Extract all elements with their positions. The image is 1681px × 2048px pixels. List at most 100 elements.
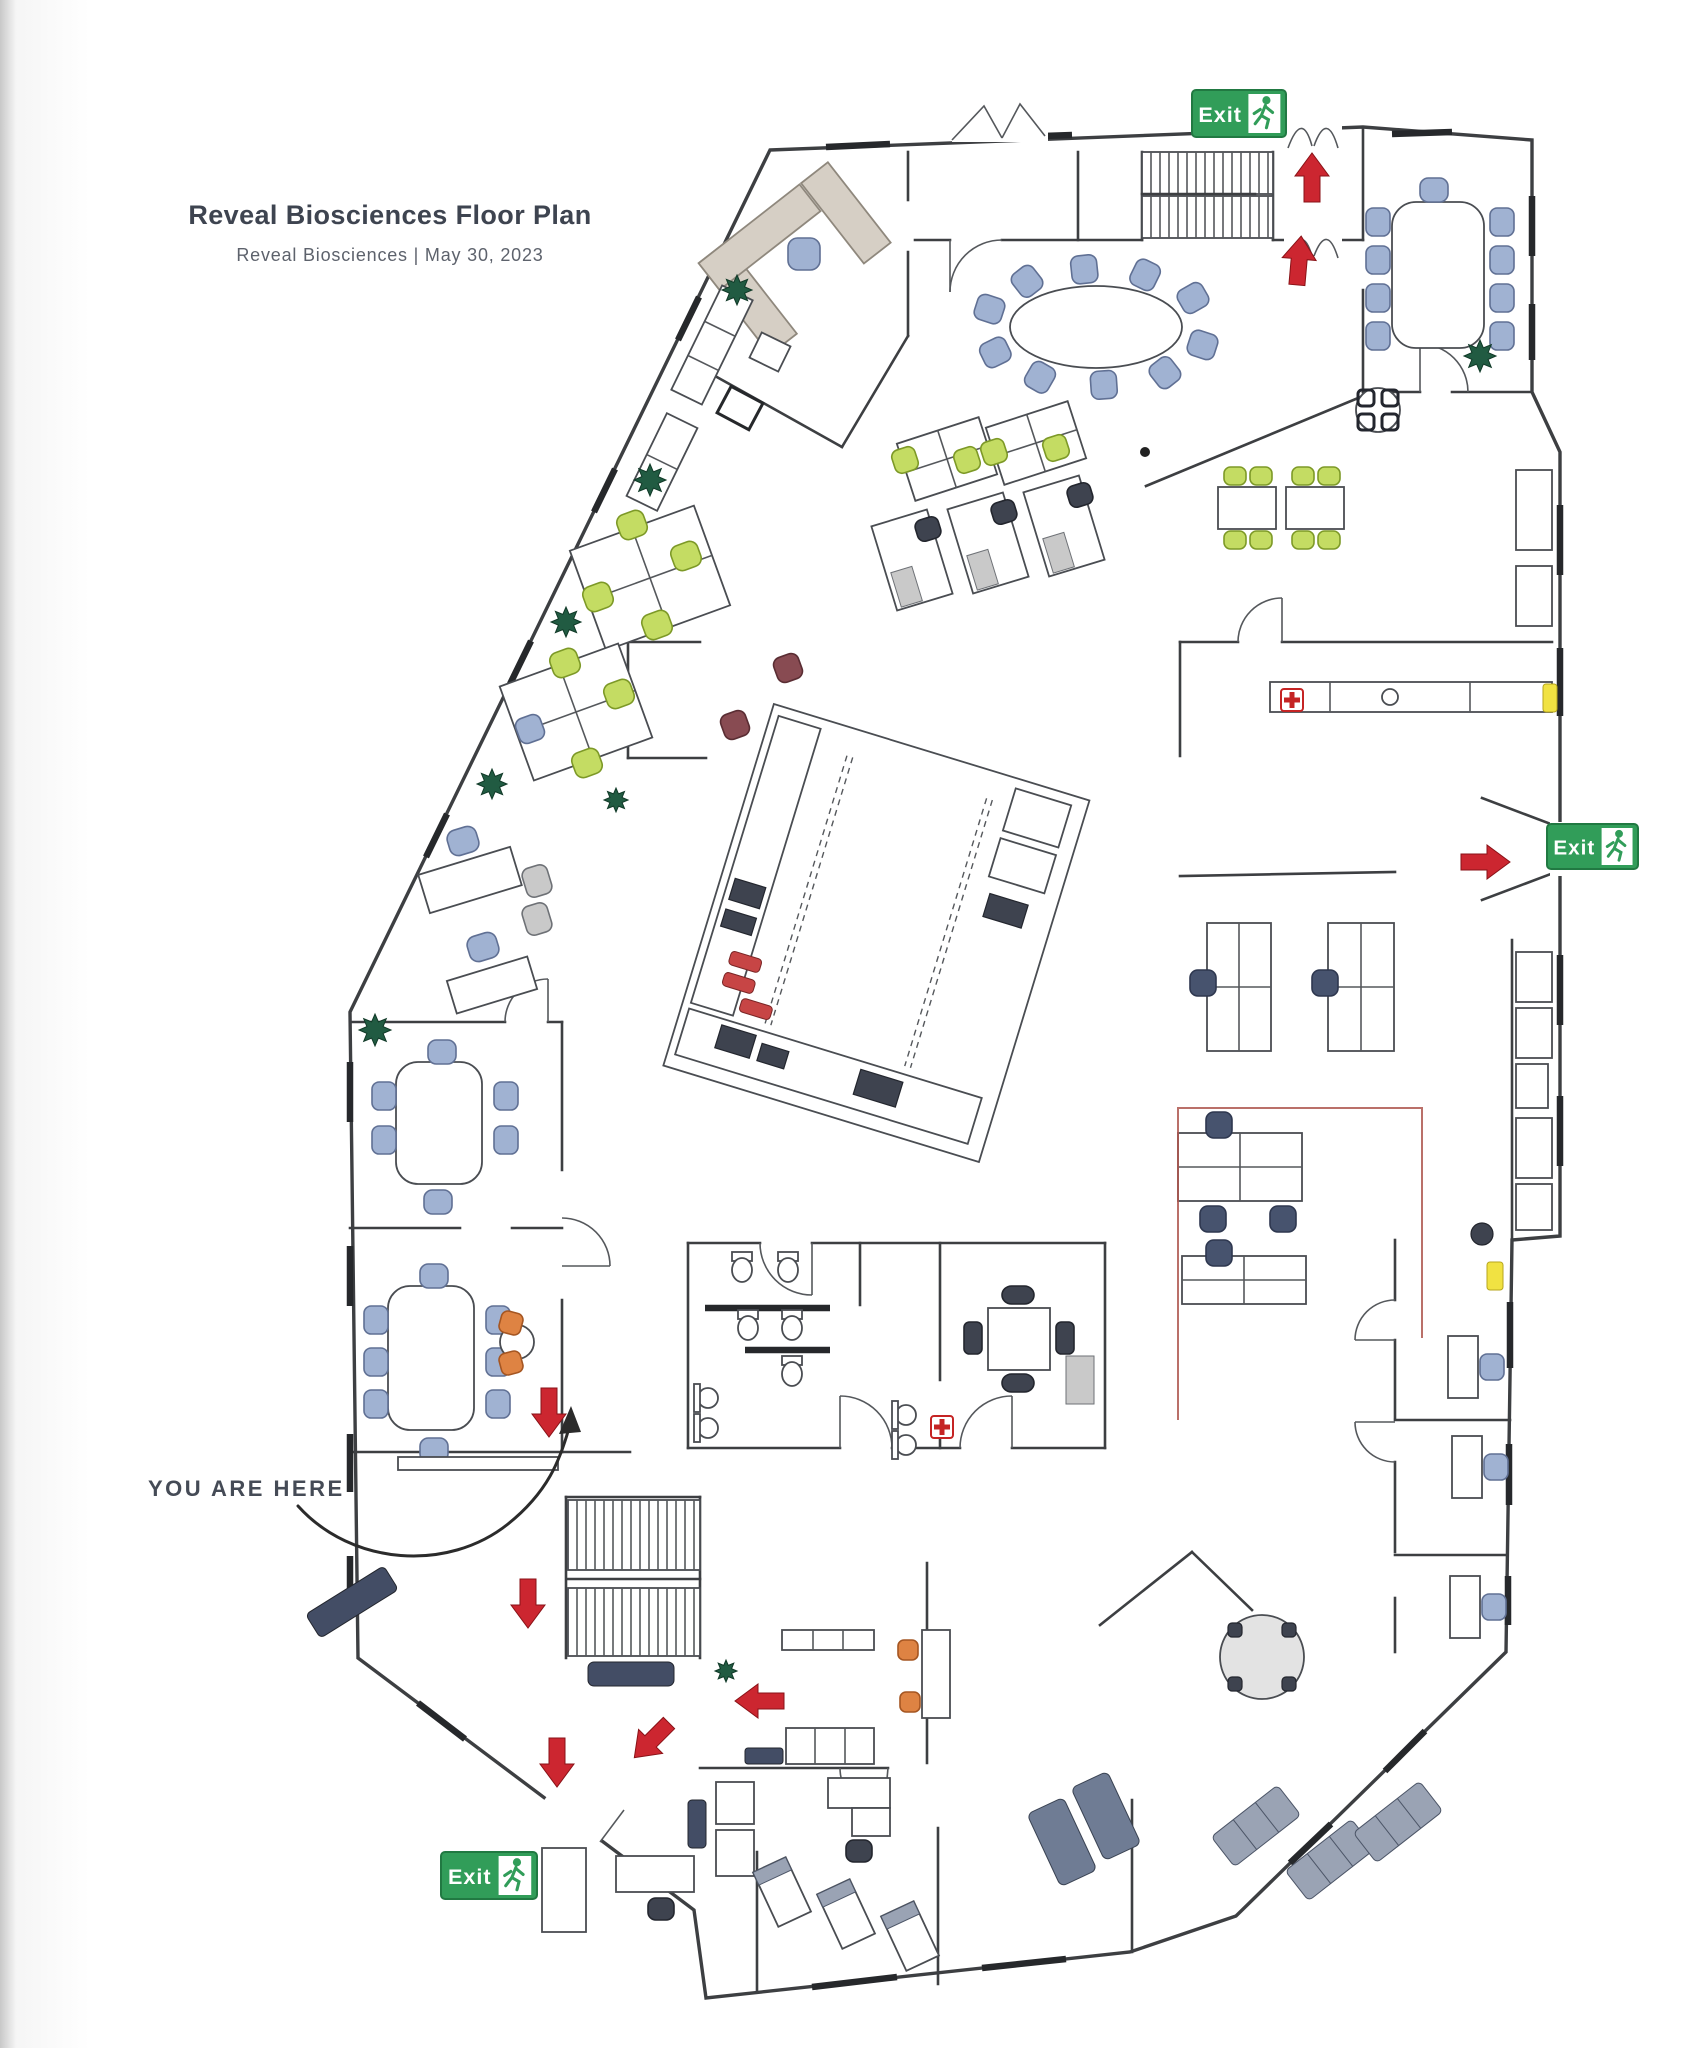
chair (1419, 177, 1449, 203)
chair (1489, 245, 1515, 275)
chair (669, 540, 703, 572)
doors (504, 102, 1587, 1853)
conference-table-topright (1391, 201, 1485, 349)
staircase-top (1140, 151, 1274, 239)
evacuation-arrow-icon (539, 1737, 575, 1788)
chair (1069, 254, 1099, 285)
chair (1129, 258, 1162, 292)
chair (952, 445, 982, 475)
chair (548, 647, 582, 679)
lobby-table (748, 331, 792, 373)
exit-sign-label: Exit (1198, 102, 1242, 127)
chair (371, 1125, 397, 1155)
exit-sign-right: Exit (1546, 823, 1639, 870)
first-aid-icon (930, 1415, 954, 1439)
chair (371, 1081, 397, 1111)
highlight-mark (1486, 1261, 1504, 1291)
chair (1269, 1205, 1297, 1233)
chair (423, 1189, 453, 1215)
page-title: Reveal Biosciences Floor Plan (188, 200, 592, 230)
chair (787, 237, 821, 271)
chair (1223, 466, 1247, 486)
chair (897, 1639, 919, 1661)
chair (1483, 1453, 1509, 1481)
chair (1249, 530, 1273, 550)
chair (1291, 466, 1315, 486)
lounger (751, 1856, 813, 1928)
chair (1186, 329, 1219, 361)
chair (1001, 1373, 1035, 1393)
exit-sign-label: Exit (448, 1864, 492, 1889)
chair (514, 713, 546, 745)
couch (1354, 1782, 1442, 1862)
lounger (879, 1900, 941, 1972)
chair (1365, 283, 1391, 313)
chair (485, 1389, 511, 1419)
you-are-here: YOU ARE HERE (148, 1406, 581, 1558)
chair (1189, 969, 1217, 997)
chair (1010, 264, 1044, 298)
chair (1317, 530, 1341, 550)
chair (498, 1350, 524, 1376)
couch (1212, 1786, 1300, 1866)
page-subtitle: Reveal Biosciences | May 30, 2023 (236, 245, 544, 265)
plant-icon (632, 462, 668, 498)
chair (615, 509, 649, 541)
chair (1489, 321, 1515, 351)
chair (719, 709, 751, 741)
exit-sign-bottom: Exit (440, 1851, 538, 1900)
evacuation-arrow-icon (1460, 844, 1511, 880)
plants (357, 273, 1498, 1684)
chair (1205, 1239, 1233, 1267)
chair (1365, 207, 1391, 237)
evacuation-arrow-icon (531, 1387, 567, 1438)
office-desk (417, 845, 523, 915)
chair (963, 1321, 983, 1355)
evacuation-arrow-icon (1281, 235, 1318, 287)
evacuation-arrow-icon (510, 1578, 546, 1629)
lab-room (662, 702, 1091, 1164)
chair (1365, 321, 1391, 351)
evacuation-arrow-icon (633, 1716, 676, 1759)
evacuation-arrow-icon (734, 1683, 785, 1719)
chair (363, 1347, 389, 1377)
chair (466, 931, 500, 963)
first-aid-icon (1280, 688, 1304, 712)
plant-icon (357, 1012, 393, 1048)
chair (1001, 1285, 1035, 1305)
plant-icon (475, 767, 509, 801)
chair (1489, 283, 1515, 313)
chair (1066, 481, 1094, 509)
desk-pod (1206, 922, 1272, 1052)
exit-sign-label: Exit (1553, 837, 1595, 860)
chair (1089, 369, 1119, 401)
desk-pod (1181, 1255, 1307, 1305)
lobby-table (715, 384, 765, 432)
chair (1148, 356, 1182, 390)
evacuation-arrow-icon (1294, 152, 1330, 203)
chair (979, 437, 1009, 467)
chair (1199, 1205, 1227, 1233)
chair (1023, 360, 1057, 394)
plant-icon (713, 1658, 739, 1684)
chair (1365, 245, 1391, 275)
chair (493, 1081, 519, 1111)
chair (845, 1839, 873, 1863)
chair (640, 609, 674, 641)
restrooms (693, 1251, 917, 1460)
chair (1041, 433, 1071, 463)
chair (602, 678, 636, 710)
chair (978, 336, 1012, 369)
chair (1317, 466, 1341, 486)
chair (1055, 1321, 1075, 1355)
chair (890, 445, 920, 475)
desk-pod (984, 400, 1088, 486)
plant-icon (549, 605, 583, 639)
chair (990, 498, 1018, 526)
you-are-here-label: YOU ARE HERE (148, 1476, 345, 1501)
chair (419, 1263, 449, 1289)
office-desk (445, 955, 539, 1015)
chair (363, 1305, 389, 1335)
